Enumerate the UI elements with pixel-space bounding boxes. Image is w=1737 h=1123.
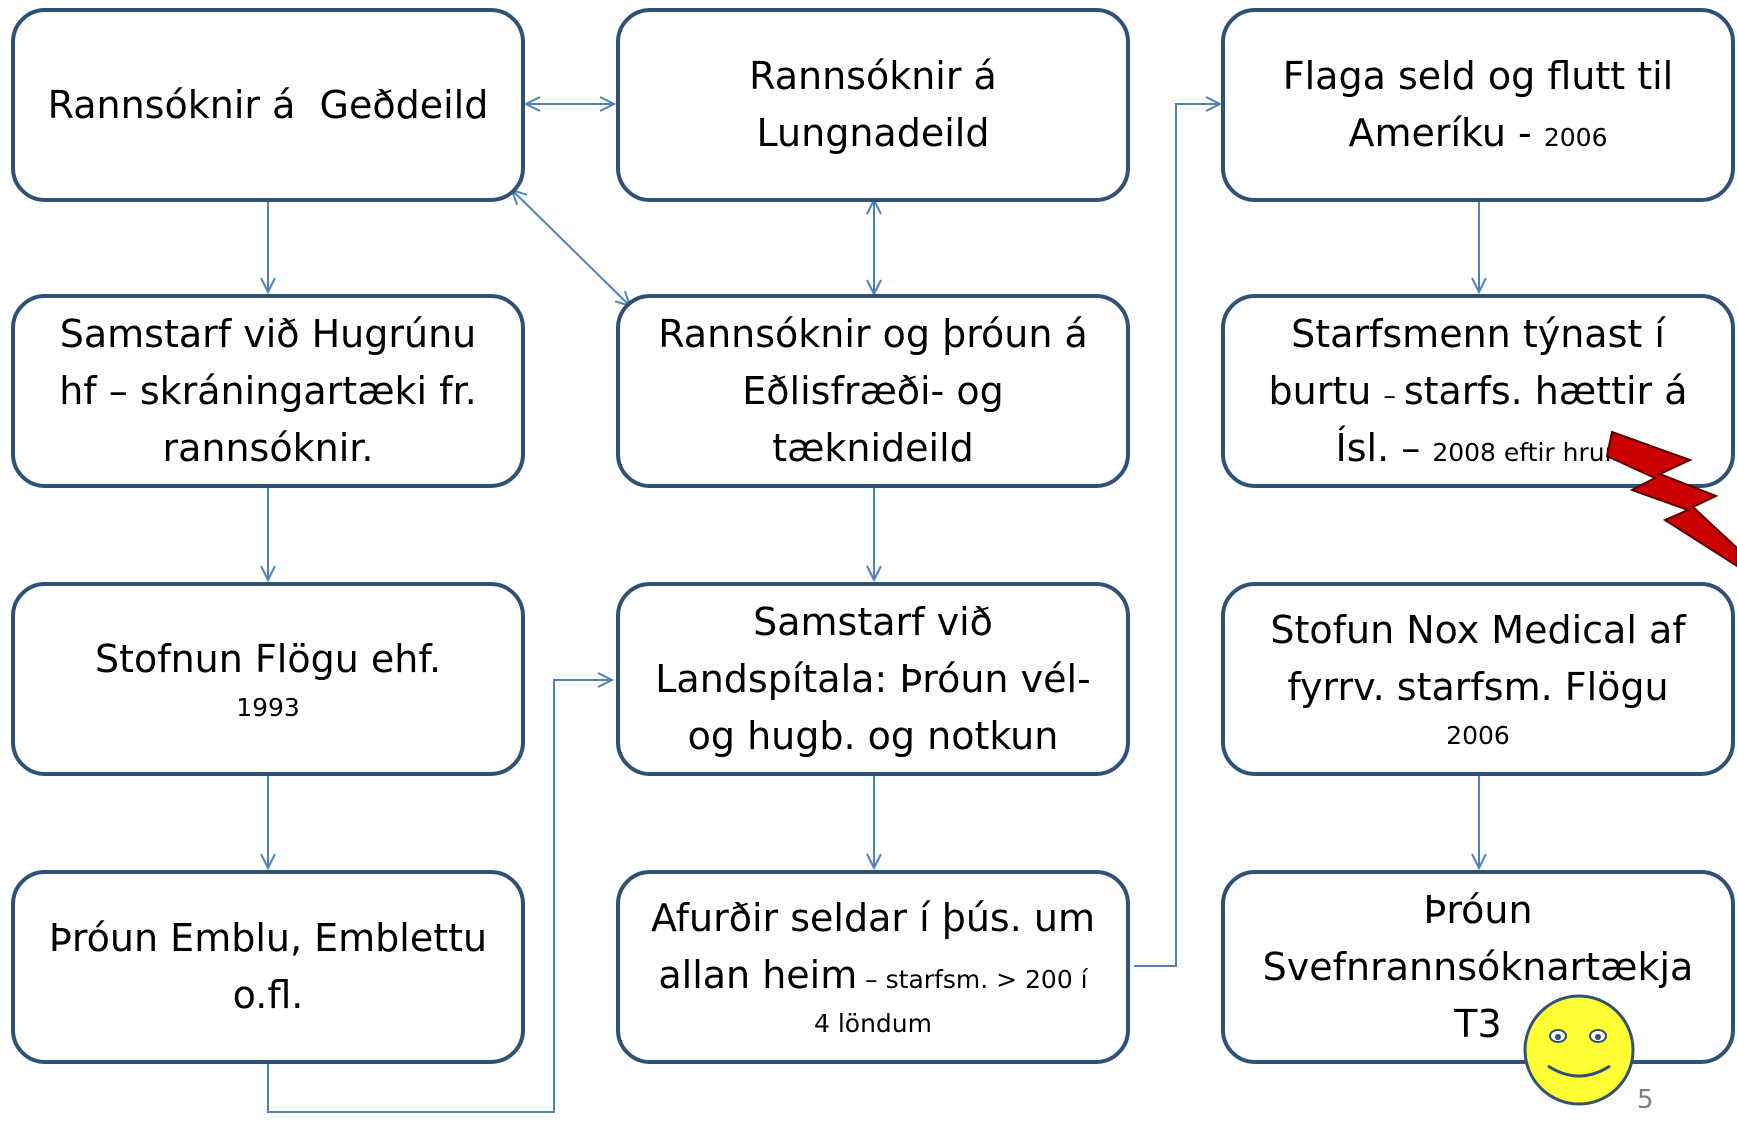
node-nox-line1: Stofun Nox Medical af xyxy=(1270,608,1686,652)
node-starfsmenn-line2b: starfs. hættir á xyxy=(1403,368,1688,413)
node-gedeild: Rannsóknir á Geðdeild xyxy=(11,8,525,202)
node-hugruna-line1: Samstarf við Hugrúnu xyxy=(59,311,477,356)
node-flaga-line2: Ameríku - xyxy=(1348,111,1544,155)
node-svefn: Þróun Svefnrannsóknartækja T3 xyxy=(1221,870,1735,1064)
node-landspitala-line3: og hugb. og notkun xyxy=(687,713,1059,758)
node-svefn-line3: T3 xyxy=(1454,1001,1502,1046)
node-afurdir: Afurðir seldar í þús. um allan heim – st… xyxy=(616,870,1130,1064)
node-lungnadeild-line2: Lungnadeild xyxy=(756,111,990,155)
node-nox: Stofun Nox Medical af fyrrv. starfsm. Fl… xyxy=(1221,582,1735,776)
node-stofnun-flogu: Stofnun Flögu ehf. 1993 xyxy=(11,582,525,776)
node-emblu-line1: Þróun Emblu, Emblettu xyxy=(48,916,488,960)
node-starfsmenn: Starfsmenn týnast í burtu – starfs. hætt… xyxy=(1221,294,1735,488)
arrow-afurdir-flaga xyxy=(1134,104,1220,967)
node-landspitala-line2: Landspítala: Þróun vél- xyxy=(655,656,1091,701)
node-flaga-year: 2006 xyxy=(1543,123,1608,152)
node-hugruna-line2: hf – skráningartæki fr. xyxy=(59,368,477,413)
node-afurdir-line1: Afurðir seldar í þús. um xyxy=(651,896,1095,940)
node-starfsmenn-note: 2008 eftir hrun xyxy=(1432,437,1621,467)
node-landspitala: Samstarf við Landspítala: Þróun vél- og … xyxy=(616,582,1130,776)
node-stofnun-line1: Stofnun Flögu ehf. xyxy=(94,636,442,681)
node-emblu-line2: o.fl. xyxy=(232,973,304,1017)
node-edlisfraedi: Rannsóknir og þróun á Eðlisfræði- og tæk… xyxy=(616,294,1130,488)
node-stofnun-year: 1993 xyxy=(236,692,300,722)
node-afurdir-line2: allan heim xyxy=(658,953,858,997)
node-edlisfraedi-line3: tæknideild xyxy=(772,425,974,470)
node-emblu: Þróun Emblu, Emblettu o.fl. xyxy=(11,870,525,1064)
node-nox-year: 2006 xyxy=(1446,721,1510,750)
node-flaga-seld: Flaga seld og flutt til Ameríku - 2006 xyxy=(1221,8,1735,202)
node-landspitala-line1: Samstarf við xyxy=(753,599,993,644)
arrow-emblu-landspitala xyxy=(267,680,612,1113)
node-edlisfraedi-line2: Eðlisfræði- og xyxy=(742,368,1004,413)
node-starfsmenn-dash: – xyxy=(1383,380,1404,410)
page-number: 5 xyxy=(1637,1085,1654,1115)
node-svefn-line1: Þróun xyxy=(1423,887,1533,932)
node-edlisfraedi-line1: Rannsóknir og þróun á xyxy=(658,311,1088,356)
node-svefn-line2: Svefnrannsóknartækja xyxy=(1262,944,1694,989)
node-starfsmenn-line3: Ísl. – xyxy=(1335,425,1433,470)
node-hugruna-line3: rannsóknir. xyxy=(162,425,374,470)
node-lungnadeild: Rannsóknir á Lungnadeild xyxy=(616,8,1130,202)
node-lungnadeild-line1: Rannsóknir á xyxy=(749,54,997,98)
node-gedeild-label: Rannsóknir á Geðdeild xyxy=(47,82,489,127)
node-starfsmenn-line1: Starfsmenn týnast í xyxy=(1291,311,1665,356)
node-flaga-line1: Flaga seld og flutt til xyxy=(1282,54,1674,98)
arrow-gedeild-edlisfraedi xyxy=(512,190,630,306)
node-nox-line2: fyrrv. starfsm. Flögu xyxy=(1287,665,1669,709)
node-afurdir-countries: 4 löndum xyxy=(813,1009,932,1038)
node-hugruna: Samstarf við Hugrúnu hf – skráningartæki… xyxy=(11,294,525,488)
node-starfsmenn-line2a: burtu xyxy=(1268,368,1384,413)
node-afurdir-staff: – starfsm. > 200 í xyxy=(857,965,1088,994)
